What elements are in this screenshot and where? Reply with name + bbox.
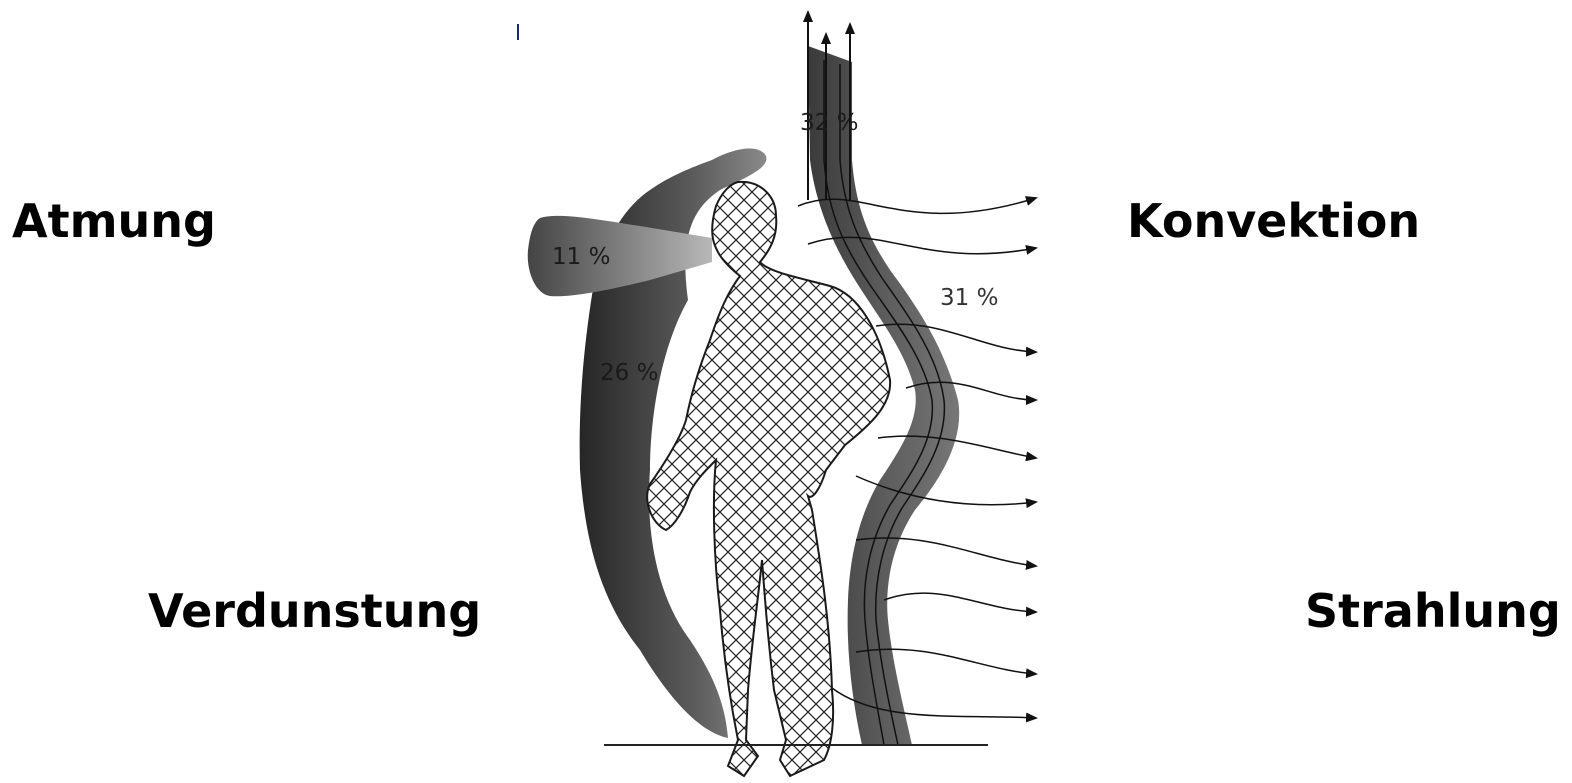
pct-convection: 32 % xyxy=(800,110,858,136)
pct-radiation: 31 % xyxy=(940,285,998,311)
pct-breathing: 11 % xyxy=(552,244,610,270)
pct-evaporation: 26 % xyxy=(600,360,658,386)
flow-arrow-8 xyxy=(884,593,1036,612)
